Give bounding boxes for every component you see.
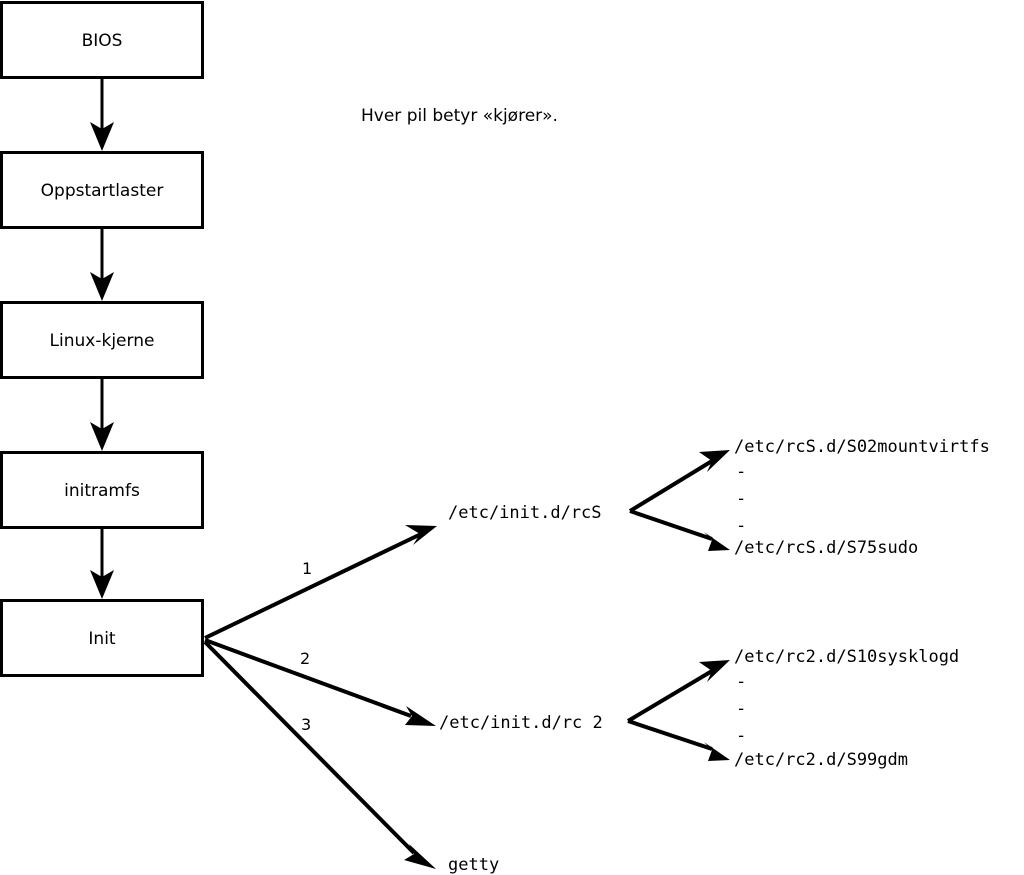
rcs-script-first: /etc/rcS.d/S02mountvirtfs — [734, 437, 990, 457]
edge-label-1: 1 — [302, 559, 312, 578]
arrowhead-icon — [699, 450, 730, 472]
node-initramfs-box[interactable] — [0, 451, 204, 529]
rc2-ellipsis-dash-3: - — [736, 726, 746, 746]
arrow-init-branch-3 — [203, 640, 436, 869]
rc2-ellipsis-dash-1: - — [736, 672, 746, 692]
rcs-ellipsis-dash-3: - — [736, 516, 746, 536]
arrowhead-icon — [90, 272, 114, 301]
branch-label-getty: getty — [448, 855, 499, 875]
arrowhead-icon — [405, 525, 437, 545]
branch-label-rcs: /etc/init.d/rcS — [448, 503, 602, 523]
diagram-note: Hver pil betyr «kjører». — [361, 106, 558, 126]
rc2-script-last: /etc/rc2.d/S99gdm — [734, 750, 908, 770]
node-initramfs[interactable]: initramfs — [0, 451, 204, 529]
arrow-init-branch-2 — [204, 638, 436, 726]
arrowhead-icon — [704, 742, 730, 761]
arrow-rc2-to-last-script — [627, 719, 730, 761]
node-bios-box[interactable] — [0, 1, 204, 79]
edge-label-3: 3 — [301, 715, 311, 734]
node-bootloader-label: Oppstartlaster — [41, 181, 164, 201]
rc2-script-first: /etc/rc2.d/S10sysklogd — [734, 647, 959, 667]
arrow-rc2-to-first-script — [626, 660, 730, 723]
node-initramfs-label: initramfs — [64, 481, 140, 501]
arrowhead-icon — [699, 660, 730, 682]
arrow-initramfs-to-init — [90, 528, 114, 599]
node-init-box[interactable] — [0, 599, 204, 677]
arrow-rcs-to-first-script — [628, 450, 730, 513]
branch-label-rc2: /etc/init.d/rc 2 — [439, 713, 603, 733]
arrowhead-icon — [90, 570, 114, 599]
rcs-ellipsis-dash-1: - — [736, 462, 746, 482]
arrow-bootloader-to-kernel — [90, 228, 114, 301]
node-bios[interactable]: BIOS — [0, 1, 204, 79]
arrowhead-icon — [404, 844, 436, 869]
rcs-script-last: /etc/rcS.d/S75sudo — [734, 538, 918, 558]
rcs-ellipsis-dash-2: - — [736, 489, 746, 509]
node-bios-label: BIOS — [82, 31, 123, 51]
arrow-init-branch-1 — [204, 525, 437, 640]
node-init[interactable]: Init — [0, 599, 204, 677]
node-kernel-box[interactable] — [0, 301, 204, 379]
arrowhead-icon — [704, 532, 730, 551]
arrowhead-icon — [405, 706, 436, 726]
arrowhead-icon — [90, 422, 114, 451]
arrow-rcs-to-last-script — [629, 509, 730, 551]
arrowhead-icon — [90, 122, 114, 151]
node-kernel-label: Linux-kjerne — [50, 331, 155, 351]
rc2-ellipsis-dash-2: - — [736, 699, 746, 719]
node-bootloader-box[interactable] — [0, 151, 204, 229]
arrow-bios-to-bootloader — [90, 78, 114, 151]
node-bootloader[interactable]: Oppstartlaster — [0, 151, 204, 229]
node-init-label: Init — [88, 629, 116, 649]
edge-label-2: 2 — [300, 649, 310, 668]
arrow-kernel-to-initramfs — [90, 378, 114, 451]
node-kernel[interactable]: Linux-kjerne — [0, 301, 204, 379]
